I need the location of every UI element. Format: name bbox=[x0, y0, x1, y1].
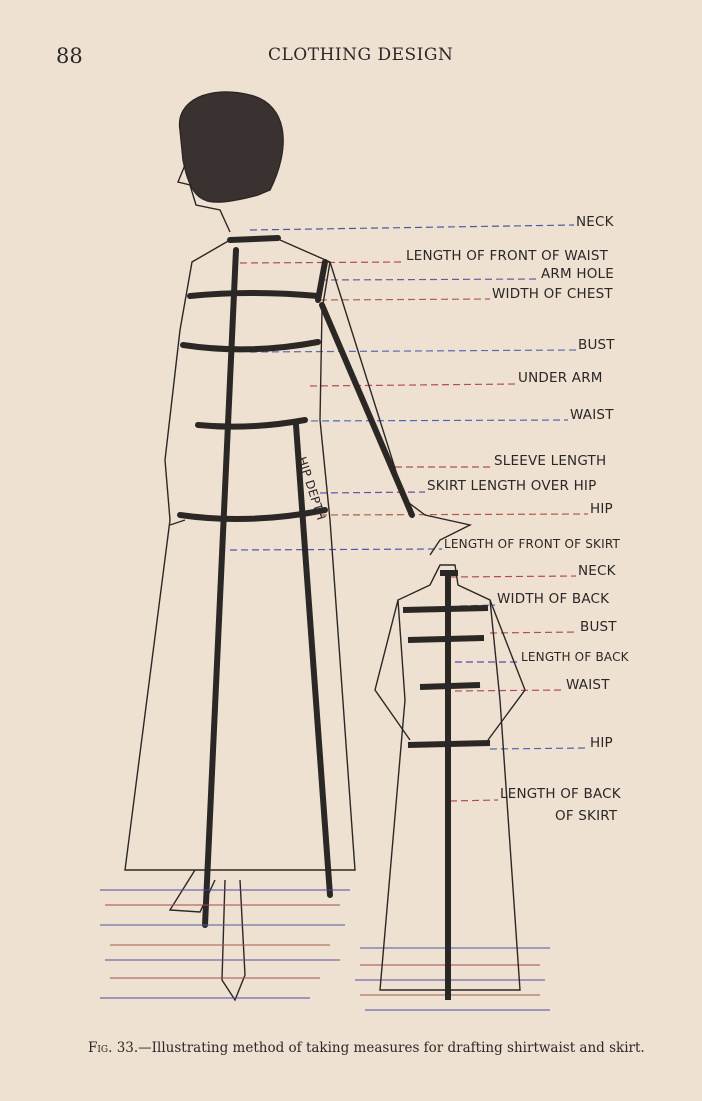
label-length-front-skirt: LENGTH OF FRONT OF SKIRT bbox=[444, 537, 621, 551]
front-tapes bbox=[177, 235, 415, 928]
caption-text: —Illustrating method of taking measures … bbox=[138, 1040, 645, 1056]
back-figure bbox=[374, 564, 526, 991]
back-label-length-of-back: LENGTH OF BACK bbox=[521, 650, 629, 664]
label-hip: HIP bbox=[590, 501, 613, 517]
label-waist: WAIST bbox=[570, 407, 614, 423]
label-arm-hole: ARM HOLE bbox=[541, 266, 614, 282]
label-neck: NECK bbox=[576, 214, 614, 230]
back-tapes bbox=[402, 570, 491, 1000]
floor-lines bbox=[100, 889, 550, 1011]
back-label-width-of-back: WIDTH OF BACK bbox=[497, 591, 610, 607]
page-number: 88 bbox=[56, 44, 83, 68]
back-label-bust: BUST bbox=[580, 619, 617, 635]
label-width-of-chest: WIDTH OF CHEST bbox=[492, 286, 613, 302]
label-under-arm: UNDER ARM bbox=[518, 370, 603, 386]
front-figure bbox=[124, 91, 473, 1002]
back-label-of-skirt: OF SKIRT bbox=[555, 808, 618, 824]
label-sleeve-length: SLEEVE LENGTH bbox=[494, 453, 607, 469]
label-bust: BUST bbox=[578, 337, 615, 353]
figure-caption: Fig. 33.—Illustrating method of taking m… bbox=[88, 1040, 645, 1056]
back-label-length-back-skirt: LENGTH OF BACK bbox=[500, 786, 621, 802]
caption-fig-number: Fig. 33. bbox=[88, 1040, 139, 1056]
back-label-neck: NECK bbox=[578, 563, 616, 579]
back-label-waist: WAIST bbox=[566, 677, 610, 693]
label-length-front-waist: LENGTH OF FRONT OF WAIST bbox=[406, 248, 609, 264]
running-title: CLOTHING DESIGN bbox=[268, 45, 454, 65]
back-label-hip: HIP bbox=[590, 735, 613, 751]
label-skirt-length-over-hip: SKIRT LENGTH OVER HIP bbox=[427, 478, 597, 494]
